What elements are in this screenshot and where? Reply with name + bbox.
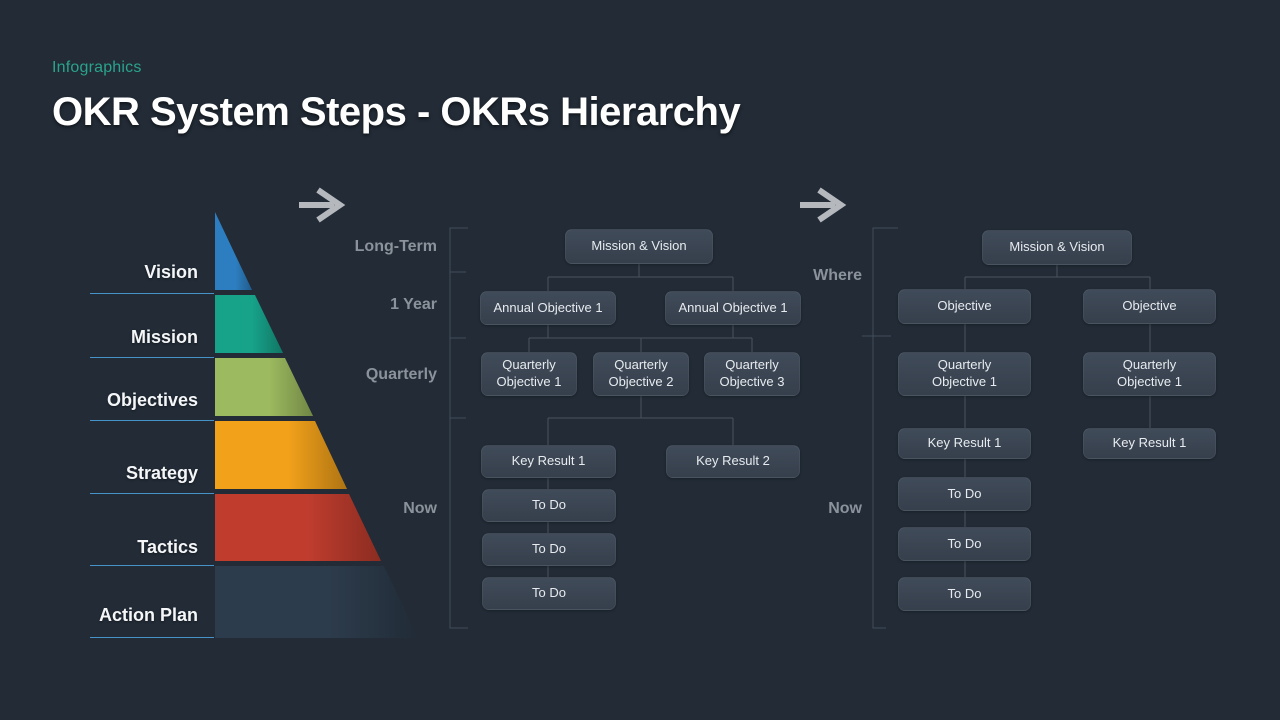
node-objective-1: Objective: [898, 289, 1031, 324]
node-label: Quarterly Objective 2: [608, 357, 674, 389]
stage-label-now: Now: [403, 500, 437, 517]
pyramid-underline: [90, 420, 214, 421]
node-mission-vision: Mission & Vision: [565, 229, 713, 264]
pyramid-level-mission-sheen: [215, 295, 283, 353]
page-title: OKR System Steps - OKRs Hierarchy: [52, 90, 741, 134]
node-label: Annual Objective 1: [493, 299, 603, 315]
stage-label-1-year: 1 Year: [390, 296, 437, 313]
node-label: Annual Objective 1: [678, 299, 788, 315]
node-where-todo-3: To Do: [898, 577, 1031, 611]
pyramid-label-mission: Mission: [130, 327, 198, 347]
arrow-right-icon: [316, 187, 346, 223]
node-label: Key Result 1: [511, 453, 586, 469]
pyramid-label-action-plan: Action Plan: [98, 605, 198, 625]
node-where-key-result-2: Key Result 1: [1083, 428, 1216, 459]
stage-label-quarterly: Quarterly: [365, 366, 437, 383]
node-where-quarterly-objective-1: Quarterly Objective 1: [898, 352, 1031, 396]
node-todo-1: To Do: [482, 489, 616, 522]
node-label: Objective: [1122, 298, 1177, 314]
node-label: Quarterly Objective 1: [496, 357, 562, 389]
node-label: Mission & Vision: [591, 238, 687, 254]
pyramid-level-action-plan-sheen: [215, 566, 418, 638]
pyramid-label-tactics: Tactics: [137, 537, 198, 557]
node-quarterly-objective-3: Quarterly Objective 3: [704, 352, 800, 396]
arrow-right-icon: [817, 187, 847, 223]
node-where-todo-1: To Do: [898, 477, 1031, 511]
timeline-chart-connectors: [528, 264, 753, 577]
node-key-result-2: Key Result 2: [666, 445, 800, 478]
node-key-result-1: Key Result 1: [481, 445, 616, 478]
node-label: Key Result 1: [1112, 435, 1187, 451]
timeline-bracket: [449, 227, 468, 629]
node-where-mission-vision: Mission & Vision: [982, 230, 1132, 265]
node-label: To Do: [532, 497, 566, 513]
node-label: Objective: [937, 298, 992, 314]
node-label: To Do: [532, 541, 566, 557]
node-label: Mission & Vision: [1009, 239, 1105, 255]
node-where-todo-2: To Do: [898, 527, 1031, 561]
pyramid-underline: [90, 565, 214, 566]
pyramid-label-objectives: Objectives: [106, 390, 198, 410]
stage-label-long-term: Long-Term: [354, 238, 437, 255]
node-label: Key Result 2: [696, 453, 770, 469]
pyramid-level-strategy-sheen: [215, 421, 347, 489]
stage-label-now-right: Now: [828, 500, 862, 517]
stage-label-where: Where: [813, 267, 862, 284]
where-chart-connectors: [964, 265, 1151, 577]
pyramid-level-vision-sheen: [215, 212, 252, 290]
pyramid-level-tactics-sheen: [215, 494, 381, 561]
node-label: Quarterly Objective 1: [1116, 357, 1183, 389]
node-label: To Do: [947, 485, 982, 501]
pyramid-underline: [90, 357, 214, 358]
node-annual-objective-1: Annual Objective 1: [480, 291, 616, 325]
pyramid-underline: [90, 293, 214, 294]
node-label: Quarterly Objective 3: [719, 357, 785, 389]
node-label: Key Result 1: [927, 435, 1002, 451]
pyramid-underline: [90, 493, 214, 494]
node-quarterly-objective-2: Quarterly Objective 2: [593, 352, 689, 396]
eyebrow-label: Infographics: [52, 59, 142, 76]
pyramid: [215, 212, 418, 638]
pyramid-level-objectives-sheen: [215, 358, 313, 416]
node-where-key-result-1: Key Result 1: [898, 428, 1031, 459]
flow-arrows: [299, 187, 847, 223]
pyramid-label-strategy: Strategy: [125, 463, 198, 483]
node-label: To Do: [947, 585, 982, 601]
node-label: To Do: [947, 535, 982, 551]
node-label: Quarterly Objective 1: [931, 357, 998, 389]
node-label: To Do: [532, 585, 566, 601]
node-where-quarterly-objective-2: Quarterly Objective 1: [1083, 352, 1216, 396]
pyramid-underline: [90, 637, 214, 638]
node-todo-3: To Do: [482, 577, 616, 610]
node-objective-2: Objective: [1083, 289, 1216, 324]
node-todo-2: To Do: [482, 533, 616, 566]
pyramid-label-vision: Vision: [144, 262, 198, 282]
node-annual-objective-2: Annual Objective 1: [665, 291, 801, 325]
where-bracket: [862, 227, 898, 629]
node-quarterly-objective-1: Quarterly Objective 1: [481, 352, 577, 396]
